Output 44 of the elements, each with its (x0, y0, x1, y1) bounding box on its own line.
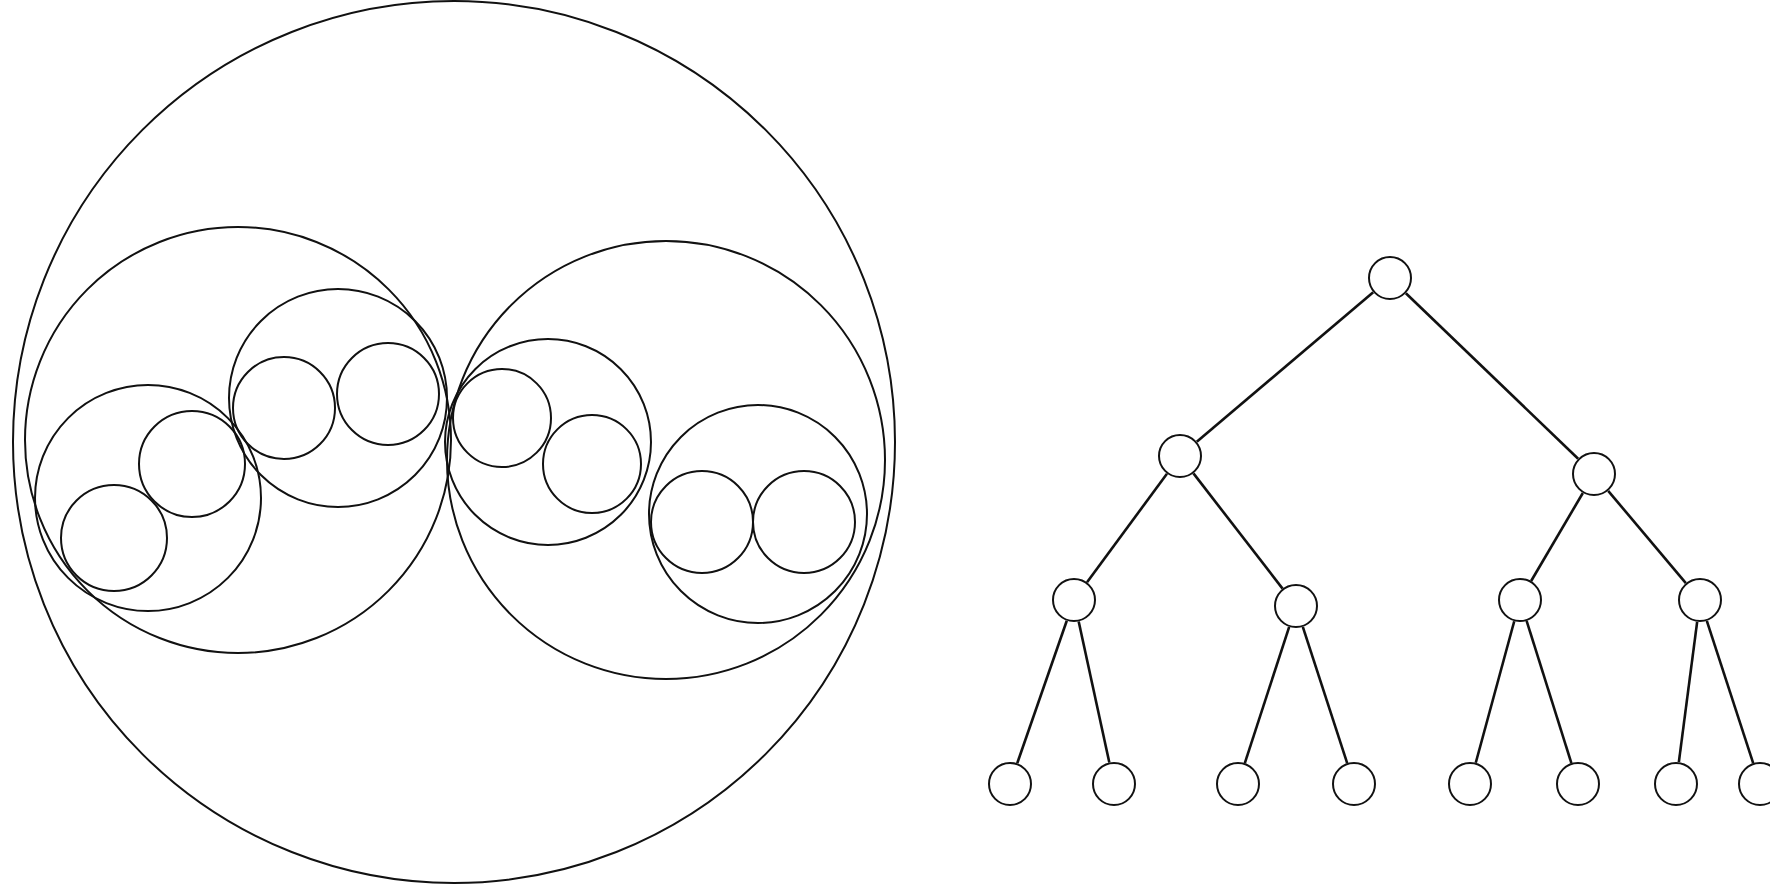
connecting-line (1525, 620, 1573, 764)
circle (232, 356, 337, 461)
circle (1368, 256, 1412, 300)
connecting-line (1086, 472, 1168, 584)
circle (1678, 578, 1722, 622)
circle (1738, 762, 1770, 806)
circle (1332, 762, 1376, 806)
circle (1216, 762, 1260, 806)
circle (648, 404, 869, 625)
connecting-line (1404, 292, 1580, 460)
connecting-line (1195, 291, 1375, 443)
circle (138, 410, 247, 519)
circle (1274, 584, 1318, 628)
circle (988, 762, 1032, 806)
connecting-line (1530, 492, 1584, 582)
circle (445, 239, 886, 680)
circle (1498, 578, 1542, 622)
circle (542, 414, 643, 515)
circle (228, 288, 449, 509)
connecting-line (1474, 620, 1516, 764)
circle (1572, 452, 1616, 496)
circle (1092, 762, 1136, 806)
connecting-line (1301, 626, 1349, 764)
connecting-line (1192, 472, 1284, 590)
circle (12, 0, 896, 884)
circle (1448, 762, 1492, 806)
circle (1654, 762, 1698, 806)
circle (1158, 434, 1202, 478)
circle (336, 342, 441, 447)
circle (34, 384, 263, 613)
circle (650, 470, 755, 575)
circle (1556, 762, 1600, 806)
circle (444, 338, 653, 547)
connecting-line (1677, 621, 1699, 763)
connecting-line (1607, 490, 1687, 584)
circle (452, 368, 553, 469)
circle (1052, 578, 1096, 622)
circle (752, 470, 857, 575)
connecting-line (1016, 620, 1068, 764)
circle (60, 484, 169, 593)
connecting-line (1243, 626, 1291, 764)
connecting-line (1077, 621, 1111, 763)
connecting-line (1705, 620, 1755, 764)
circle (23, 225, 452, 654)
